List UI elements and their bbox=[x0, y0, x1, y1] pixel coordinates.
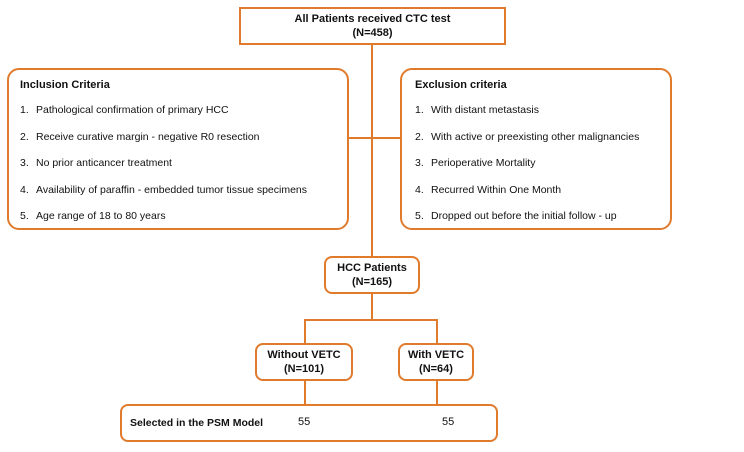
list-item: 1.Pathological confirmation of primary H… bbox=[20, 104, 229, 116]
with-vetc-count: (N=64) bbox=[419, 363, 453, 375]
exclusion-title: Exclusion criteria bbox=[415, 79, 507, 91]
list-item: 3.Perioperative Mortality bbox=[415, 157, 536, 169]
with-vetc-title: With VETC bbox=[407, 349, 465, 361]
connector-to-exclusion bbox=[372, 137, 400, 139]
with-vetc-box: With VETC (N=64) bbox=[398, 343, 474, 381]
hcc-patients-title: HCC Patients bbox=[337, 262, 407, 274]
connector-to-without bbox=[304, 319, 306, 343]
connector-to-with bbox=[436, 319, 438, 343]
list-item: 1.With distant metastasis bbox=[415, 104, 539, 116]
inclusion-list: 1.Pathological confirmation of primary H… bbox=[20, 104, 307, 237]
list-item: 4.Recurred Within One Month bbox=[415, 183, 562, 196]
without-vetc-box: Without VETC (N=101) bbox=[255, 343, 353, 381]
exclusion-criteria-box: Exclusion criteria 1.With distant metast… bbox=[400, 68, 672, 230]
connector-hcc-down bbox=[371, 294, 373, 320]
list-item: 3.No prior anticancer treatment bbox=[20, 157, 172, 169]
hcc-patients-box: HCC Patients (N=165) bbox=[324, 256, 420, 294]
hcc-patients-count: (N=165) bbox=[351, 276, 393, 288]
list-item: 2.Receive curative margin - negative R0 … bbox=[20, 130, 260, 143]
exclusion-list: 1.With distant metastasis 2.With active … bbox=[415, 104, 639, 237]
all-patients-title: All Patients received CTC test bbox=[294, 13, 451, 25]
inclusion-title: Inclusion Criteria bbox=[20, 79, 110, 91]
connector-top-vertical bbox=[371, 45, 373, 256]
inclusion-criteria-box: Inclusion Criteria 1.Pathological confir… bbox=[7, 68, 349, 230]
all-patients-box: All Patients received CTC test (N=458) bbox=[239, 7, 506, 45]
psm-label: Selected in the PSM Model bbox=[130, 417, 264, 429]
connector-with-to-psm bbox=[436, 381, 438, 404]
connector-to-inclusion bbox=[348, 137, 372, 139]
connector-split-horizontal bbox=[304, 319, 438, 321]
list-item: 5.Age range of 18 to 80 years bbox=[20, 210, 166, 222]
psm-left-value: 55 bbox=[298, 416, 311, 428]
without-vetc-count: (N=101) bbox=[283, 363, 325, 375]
list-item: 4.Availability of paraffin - embedded tu… bbox=[20, 183, 308, 196]
list-item: 2.With active or preexisting other malig… bbox=[415, 130, 640, 143]
without-vetc-title: Without VETC bbox=[267, 349, 341, 361]
psm-model-box: Selected in the PSM Model 55 55 bbox=[120, 404, 498, 442]
all-patients-count: (N=458) bbox=[352, 27, 393, 39]
connector-without-to-psm bbox=[304, 381, 306, 404]
psm-right-value: 55 bbox=[442, 416, 455, 428]
list-item: 5.Dropped out before the initial follow … bbox=[415, 210, 617, 222]
